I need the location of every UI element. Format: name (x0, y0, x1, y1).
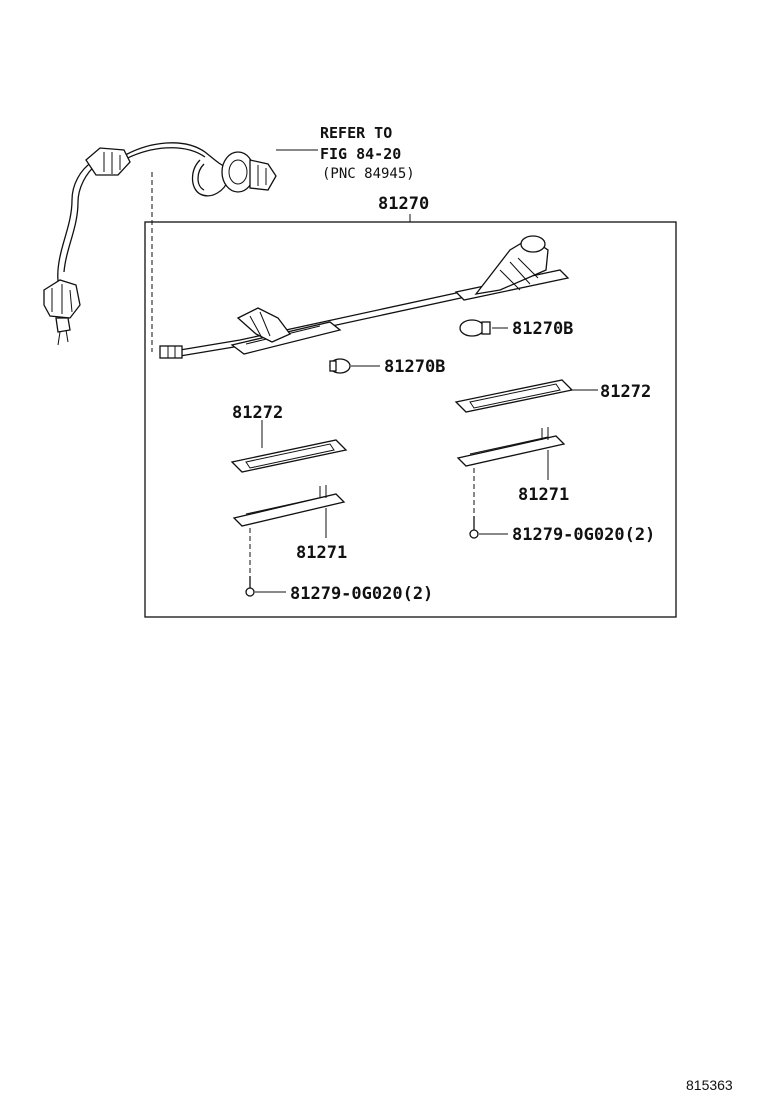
label-81270: 81270 (378, 194, 429, 214)
reference-line-1: REFER TO (320, 124, 392, 142)
assembly-box (144, 221, 677, 618)
label-81272-left: 81272 (232, 403, 283, 423)
label-81270B-right: 81270B (512, 319, 573, 339)
figure-id: 815363 (686, 1077, 733, 1093)
label-81271-left: 81271 (296, 543, 347, 563)
lens-cover-right (454, 379, 598, 413)
lamp-housing-right (456, 427, 566, 516)
reference-line-2: FIG 84-20 (320, 145, 401, 163)
label-81272-right: 81272 (600, 382, 651, 402)
label-81271-right: 81271 (518, 485, 569, 505)
lamp-assembly (159, 235, 570, 359)
reference-line-3: (PNC 84945) (322, 166, 415, 182)
grommet-reference-part (191, 149, 318, 197)
wire-harness (43, 142, 229, 346)
screw-left (245, 576, 286, 597)
bulb-right (459, 319, 508, 337)
label-screw-left: 81279-0G020(2) (290, 584, 433, 604)
bulb-left (329, 358, 380, 374)
lens-cover-left (230, 420, 348, 473)
label-screw-right: 81279-0G020(2) (512, 525, 655, 545)
lamp-housing-left (232, 485, 346, 576)
label-81270B-left: 81270B (384, 357, 445, 377)
screw-right (469, 516, 508, 539)
